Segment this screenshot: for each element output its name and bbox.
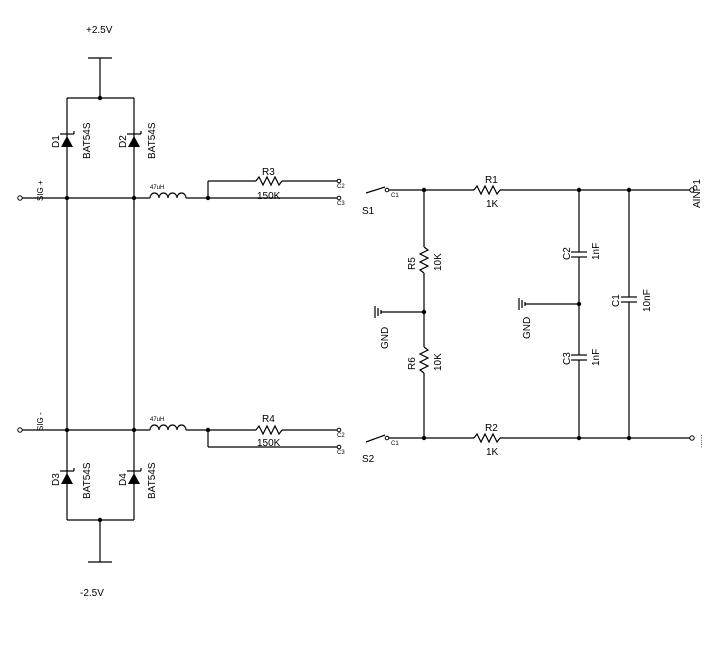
inductor-top-value: 47uH — [150, 185, 164, 191]
resistor-r5 — [418, 246, 430, 274]
output-second-terminal — [689, 435, 695, 441]
resistor-r3-ref: R3 — [262, 167, 275, 178]
resistor-r4-ref: R4 — [262, 414, 275, 425]
switch-s2-c1: C1 — [391, 441, 399, 447]
diode-d4-ref: D4 — [118, 473, 129, 486]
switch-s1 — [336, 178, 390, 201]
diode-d3-part: BAT54S — [82, 462, 93, 499]
sig-pos-terminal — [17, 195, 23, 201]
diode-d2-part: BAT54S — [147, 122, 158, 159]
output-ainp1-terminal — [689, 187, 695, 193]
resistor-r6 — [418, 346, 430, 374]
resistor-r5-ref: R5 — [407, 257, 418, 270]
ground-left-symbol — [374, 306, 382, 318]
switch-s2-ref: S2 — [362, 454, 375, 465]
capacitor-c2-ref: C2 — [562, 247, 573, 260]
switch-s2 — [336, 427, 390, 450]
diode-d3 — [60, 468, 75, 484]
ground-right-label: GND — [522, 317, 533, 339]
inductor-bottom — [149, 424, 187, 431]
sig-pos-label: SIG + — [36, 180, 45, 201]
output-ainp1-label: AINP1 — [692, 179, 703, 208]
negative-rail — [67, 517, 134, 563]
sig-neg-terminal — [17, 427, 23, 433]
inductor-top — [149, 192, 187, 199]
resistor-r6-value: 10K — [433, 353, 444, 371]
switch-s2-c3: C3 — [337, 450, 345, 456]
diode-d2-ref: D2 — [118, 135, 129, 148]
output-second-label: ...... — [695, 435, 704, 448]
inductor-bottom-value: 47uH — [150, 417, 164, 423]
capacitor-c3-value: 1nF — [591, 349, 602, 366]
resistor-r5-value: 10K — [433, 253, 444, 271]
capacitor-c3-ref: C3 — [562, 352, 573, 365]
capacitor-c2 — [571, 251, 587, 258]
capacitor-c1 — [621, 296, 637, 303]
switch-s1-c1: C1 — [391, 193, 399, 199]
diode-d1-ref: D1 — [51, 135, 62, 148]
resistor-r2 — [473, 432, 501, 444]
diode-d1 — [60, 131, 75, 147]
diode-d3-ref: D3 — [51, 473, 62, 486]
sig-neg-label: SIG - — [36, 412, 45, 431]
diode-d4 — [127, 468, 142, 484]
resistor-r4-value: 150K — [257, 438, 281, 449]
positive-rail-label: +2.5V — [86, 25, 113, 36]
capacitor-c1-value: 10nF — [642, 289, 653, 312]
switch-s2-c2: C2 — [337, 433, 345, 439]
capacitor-c3 — [571, 354, 587, 361]
ground-left-label: GND — [380, 327, 391, 349]
resistor-r3-value: 150K — [257, 191, 281, 202]
capacitor-c2-value: 1nF — [591, 243, 602, 260]
switch-s1-ref: S1 — [362, 206, 375, 217]
diode-d4-part: BAT54S — [147, 462, 158, 499]
resistor-r3 — [255, 175, 283, 187]
ground-right-symbol — [518, 298, 526, 310]
resistor-r4 — [255, 424, 283, 436]
resistor-r6-ref: R6 — [407, 357, 418, 370]
diode-d2 — [127, 131, 142, 147]
resistor-r2-value: 1K — [486, 447, 499, 458]
resistor-r1-ref: R1 — [485, 175, 498, 186]
switch-s1-c2: C2 — [337, 184, 345, 190]
capacitor-c1-ref: C1 — [611, 294, 622, 307]
resistor-r2-ref: R2 — [485, 423, 498, 434]
positive-rail — [67, 57, 134, 101]
diode-d1-part: BAT54S — [82, 122, 93, 159]
negative-rail-label: -2.5V — [80, 588, 104, 599]
switch-s1-c3: C3 — [337, 201, 345, 207]
resistor-r1 — [473, 184, 501, 196]
resistor-r1-value: 1K — [486, 199, 499, 210]
